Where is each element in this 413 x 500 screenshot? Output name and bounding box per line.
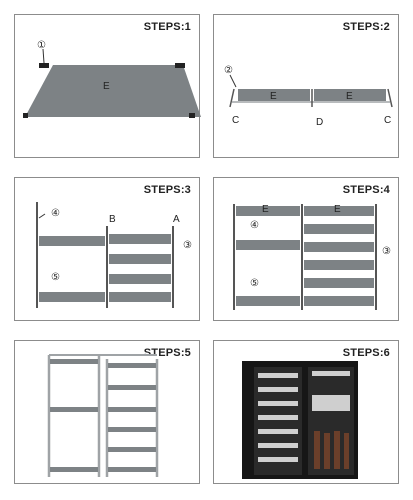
corner-cap <box>23 113 28 118</box>
shoe-rows <box>258 371 350 462</box>
step-6-panel: STEPS:6 <box>213 340 399 484</box>
fabric-shelf <box>109 234 171 244</box>
fabric-shelf <box>304 278 374 288</box>
callout-number: ② <box>224 65 233 76</box>
step-6-illustration <box>242 361 358 479</box>
fabric-shelf <box>39 292 105 302</box>
shelf-letter: E <box>262 204 269 215</box>
step-1-panel: STEPS:1 ① E <box>14 14 201 158</box>
fabric-shelf <box>238 89 310 101</box>
fabric-shelf <box>108 467 156 472</box>
step-6-title: STEPS:6 <box>342 347 390 359</box>
fabric-shelf <box>50 359 98 364</box>
pole-letter: B <box>109 214 116 225</box>
step-2-title: STEPS:2 <box>342 21 390 33</box>
step-2-illustration: ② E E C D C <box>224 65 393 128</box>
step-5-illustration <box>47 354 159 477</box>
fabric-shelf <box>108 363 156 368</box>
corner-cap <box>189 113 195 118</box>
callout-leader <box>38 213 46 219</box>
fabric-shelf <box>304 260 374 270</box>
fabric-shelf <box>108 447 156 452</box>
callout-number: ① <box>37 40 46 51</box>
connector-letter: D <box>316 117 323 128</box>
shelf-letter: E <box>334 204 341 215</box>
step-5-panel: STEPS:5 <box>14 340 200 484</box>
fabric-shelf <box>39 236 105 246</box>
step-4-panel: STEPS:4 E E ④ ③ ⑤ <box>213 177 399 321</box>
fabric-shelf <box>236 240 300 250</box>
connector-leg <box>229 88 235 108</box>
step-4-title: STEPS:4 <box>342 184 390 196</box>
fabric-shelf <box>236 296 300 306</box>
callout-number: ⑤ <box>250 278 259 289</box>
shelf-letter: E <box>346 91 353 102</box>
fabric-shelf <box>109 274 171 284</box>
fabric-shelf <box>304 242 374 252</box>
fabric-shelf <box>108 427 156 432</box>
step-3-illustration: ④ B A ③ ⑤ <box>36 202 192 308</box>
fabric-shelf <box>109 292 171 302</box>
fabric-shelf <box>236 206 300 216</box>
callout-number: ⑤ <box>51 272 60 283</box>
fabric-shelf <box>304 296 374 306</box>
fabric-shelf <box>314 89 386 101</box>
fabric-shelf <box>50 407 98 412</box>
callout-number: ④ <box>250 220 259 231</box>
fabric-shelf <box>108 407 156 412</box>
callout-number: ④ <box>51 208 60 219</box>
step-3-title: STEPS:3 <box>143 184 191 196</box>
corner-cap <box>39 63 49 68</box>
fabric-shelf <box>109 254 171 264</box>
fabric-shelf <box>304 206 374 216</box>
fabric-shelf <box>25 65 201 117</box>
step-1-illustration: ① E <box>23 40 201 118</box>
pole-letter: A <box>173 214 180 225</box>
connector-letter: C <box>232 115 239 126</box>
fabric-shelf <box>50 467 98 472</box>
fabric-shelf <box>108 385 156 390</box>
callout-number: ③ <box>183 240 192 251</box>
shelf-letter: E <box>103 81 110 92</box>
callout-leader <box>229 74 237 88</box>
shelf-letter: E <box>270 91 277 102</box>
step-3-panel: STEPS:3 ④ B A ③ ⑤ <box>14 177 200 321</box>
boots <box>314 431 349 469</box>
corner-cap <box>175 63 185 68</box>
step-1-title: STEPS:1 <box>143 21 191 33</box>
step-4-illustration: E E ④ ③ ⑤ <box>233 204 391 310</box>
fabric-shelf <box>304 224 374 234</box>
connector-letter: C <box>384 115 391 126</box>
step-2-panel: STEPS:2 ② E E C D C <box>213 14 399 158</box>
callout-leader <box>42 48 45 64</box>
callout-number: ③ <box>382 246 391 257</box>
connector-leg <box>387 88 393 108</box>
